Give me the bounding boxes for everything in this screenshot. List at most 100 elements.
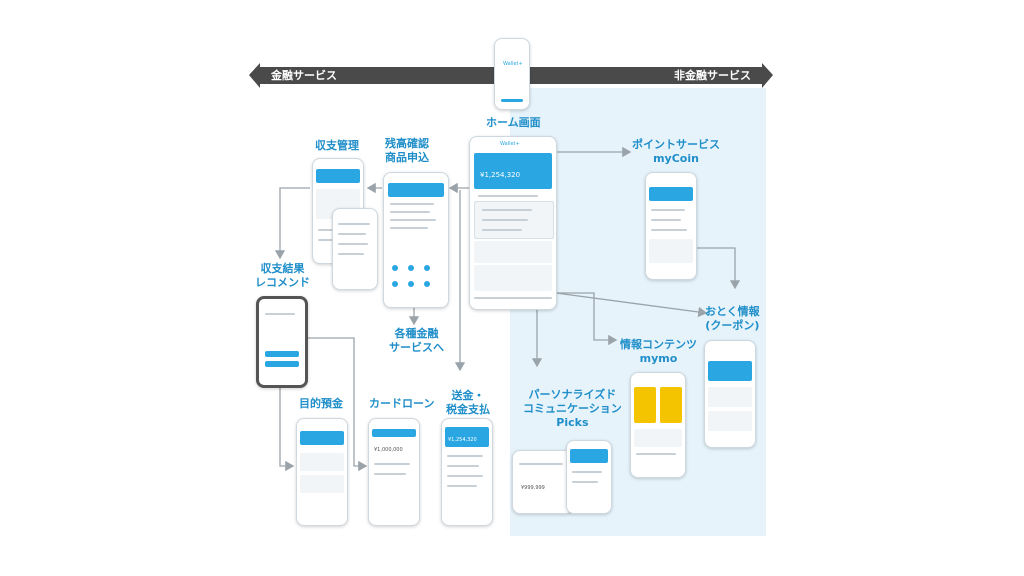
transfer-line	[447, 465, 479, 467]
home-banner	[474, 241, 552, 263]
arrow-income-recommend	[274, 187, 310, 260]
coupon-label-line2: (クーポン)	[705, 319, 760, 332]
income-header-card	[316, 169, 360, 183]
mymo-line	[636, 453, 676, 455]
mymo-label-line2: mymo	[639, 352, 678, 365]
picks-message-line	[572, 481, 598, 483]
transfer-label-line1: 送金・	[451, 389, 485, 402]
point-label-line2: myCoin	[653, 152, 699, 165]
service-icon	[392, 265, 398, 271]
transfer-label: 送金・ 税金支払	[446, 389, 490, 417]
cardloan-label: カードローン	[369, 397, 435, 410]
balance-line	[390, 203, 434, 205]
home-list-line	[482, 209, 532, 211]
income-label: 収支管理	[315, 139, 359, 152]
recommend-button	[265, 351, 299, 357]
cardloan-header	[372, 429, 416, 437]
mymo-card	[634, 387, 656, 423]
balance-header-card	[388, 183, 444, 197]
mymo-label-line1: 情報コンテンツ	[620, 338, 697, 351]
home-balance-card	[474, 153, 552, 189]
coupon-tile	[708, 387, 752, 407]
finance-services-line2: サービスへ	[389, 341, 444, 354]
coupon-tile	[708, 411, 752, 431]
transfer-header-card	[445, 427, 489, 447]
transfer-line	[447, 455, 483, 457]
service-icon	[408, 265, 414, 271]
picks-message-screen	[566, 440, 612, 514]
mymo-label: 情報コンテンツ mymo	[620, 338, 697, 366]
income-detail-line	[338, 223, 370, 225]
point-tile	[649, 239, 693, 263]
picks-label-line1: パーソナライズド	[528, 388, 617, 401]
home-balance: ¥1,254,320	[480, 171, 521, 179]
home-label: ホーム画面	[486, 116, 541, 129]
income-detail-line	[338, 253, 364, 255]
transfer-screen: ¥1,254,320	[441, 418, 493, 526]
arrow-home-mymo	[556, 292, 618, 346]
home-list-line	[482, 229, 522, 231]
coupon-banner	[708, 361, 752, 381]
transfer-line	[447, 485, 477, 487]
savings-goal-tile	[300, 453, 344, 471]
recommend-screen	[256, 296, 308, 388]
service-icon	[424, 265, 430, 271]
arrow-recommend-cardloan	[303, 337, 368, 472]
cardloan-screen: ¥1,000,000	[368, 418, 420, 526]
arrow-home-coupon	[555, 292, 708, 318]
savings-goal-tile	[300, 475, 344, 493]
picks-message-header	[570, 449, 608, 463]
mymo-tile	[634, 429, 682, 447]
income-detail-screen	[332, 208, 378, 290]
income-detail-line	[338, 233, 366, 235]
service-icon	[424, 281, 430, 287]
arrow-recommend-savings	[279, 380, 295, 472]
recommend-button	[265, 361, 299, 367]
recommend-line	[265, 313, 295, 315]
point-header-card	[649, 187, 693, 201]
balance-label-line2: 商品申込	[385, 151, 429, 164]
transfer-line	[447, 475, 483, 477]
picks-screen: ¥999,999	[512, 450, 574, 514]
splash-app-name: Wallet+	[503, 61, 523, 67]
balance-line	[390, 219, 436, 221]
picks-balance: ¥999,999	[521, 485, 545, 491]
point-label-line1: ポイントサービス	[632, 138, 720, 151]
point-line	[651, 219, 681, 221]
finance-services-label: 各種金融 サービスへ	[389, 327, 444, 355]
cardloan-amount: ¥1,000,000	[374, 447, 403, 453]
mymo-card	[660, 387, 682, 423]
balance-line	[390, 227, 428, 229]
recommend-label: 収支結果 レコメンド	[255, 262, 310, 290]
savings-label: 目的預金	[299, 397, 343, 410]
non-financial-label: 非金融サービス	[674, 69, 751, 82]
point-line	[651, 229, 687, 231]
transfer-label-line2: 税金支払	[446, 403, 490, 416]
service-icon	[408, 281, 414, 287]
income-detail-line	[338, 243, 368, 245]
financial-label: 金融サービス	[271, 69, 337, 82]
savings-screen	[296, 418, 348, 526]
picks-label: パーソナライズド コミュニケーション Picks	[523, 388, 622, 430]
left-arrowhead	[249, 63, 260, 88]
savings-header-card	[300, 431, 344, 445]
home-screen: Wallet+ ¥1,254,320	[469, 136, 557, 310]
finance-services-line1: 各種金融	[394, 327, 439, 340]
home-list-line	[482, 219, 528, 221]
cardloan-line	[374, 473, 406, 475]
home-tabbar	[474, 297, 552, 299]
balance-screen	[383, 172, 449, 308]
home-promo	[474, 265, 552, 291]
picks-line	[519, 463, 563, 465]
recommend-label-line2: レコメンド	[255, 276, 310, 289]
cardloan-line	[374, 463, 410, 465]
splash-bar	[501, 99, 523, 102]
transfer-balance: ¥1,254,320	[448, 437, 477, 443]
recommend-label-line1: 収支結果	[260, 262, 305, 275]
picks-message-line	[572, 471, 602, 473]
point-screen	[645, 172, 697, 280]
coupon-label: おとく情報 (クーポン)	[705, 305, 760, 333]
picks-label-line2: コミュニケーション	[523, 402, 622, 415]
service-icon	[392, 281, 398, 287]
mymo-screen	[630, 372, 686, 478]
